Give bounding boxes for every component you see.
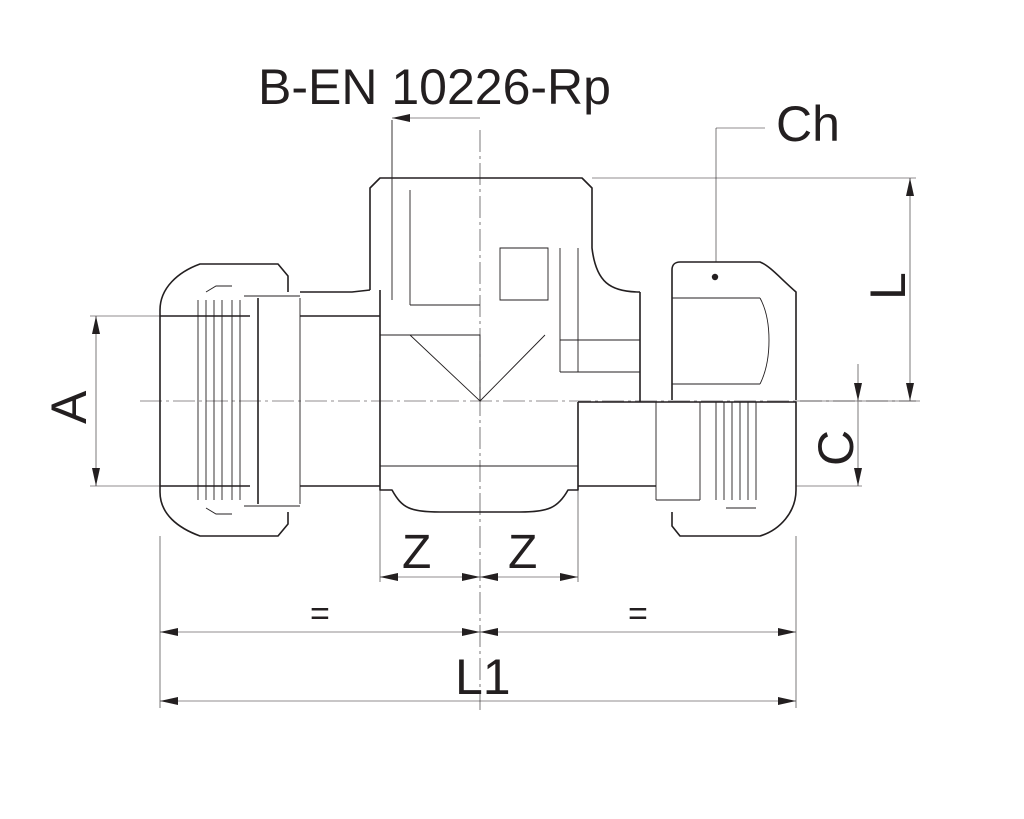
left-compression-nut: [159, 263, 380, 537]
equal-left-label: =: [310, 595, 330, 633]
tee-body-outline: [300, 120, 641, 513]
half-length-right-label: Z: [508, 526, 537, 579]
diameter-label: A: [41, 390, 97, 424]
half-length-left-label: Z: [402, 526, 431, 579]
equal-right-label: =: [628, 595, 648, 633]
extension-lines: [90, 117, 916, 708]
height-label: L: [860, 272, 916, 300]
total-length-label: L1: [455, 649, 511, 705]
center-lines: [140, 130, 920, 710]
dimension-lines: [92, 114, 914, 705]
right-compression-nut: [499, 247, 797, 537]
hex-label: Ch: [776, 96, 840, 152]
offset-label: C: [808, 430, 864, 466]
thread-standard-label: B-EN 10226-Rp: [258, 59, 611, 115]
